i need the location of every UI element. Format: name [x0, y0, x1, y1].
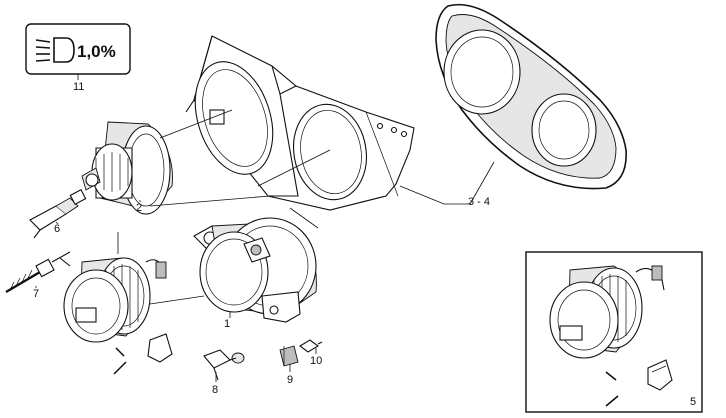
callout-1: 1 [224, 318, 230, 330]
callout-5: 5 [690, 396, 696, 408]
bulb-with-cable [5, 251, 71, 294]
leader-lines [35, 74, 495, 382]
callout-6: 6 [54, 223, 60, 235]
callout-2: 2 [136, 202, 142, 214]
bulb-item-8 [203, 349, 245, 381]
headlamp-level-icon [35, 37, 75, 63]
callout-labels: 1 2 3 - 4 5 6 7 8 9 10 11 [33, 81, 696, 408]
callout-9: 9 [287, 374, 293, 386]
fog-lamp-left [63, 257, 167, 343]
h-bulb [29, 189, 87, 239]
bulb-item-10 [299, 339, 323, 353]
callout-11: 11 [73, 81, 84, 93]
callout-8: 8 [212, 384, 218, 396]
housing-bracket [185, 35, 415, 211]
headlamp-level-badge: 1,0% [25, 23, 131, 75]
callout-3-4: 3 - 4 [468, 196, 490, 208]
headlamp-unit [81, 121, 173, 215]
headlamp-bezel [435, 3, 627, 190]
callout-7: 7 [33, 288, 39, 300]
fog-lamp-inset [525, 251, 703, 413]
callout-10: 10 [310, 355, 322, 367]
badge-text: 1,0% [77, 42, 116, 61]
fog-bulb-connector [113, 333, 173, 375]
fog-lamp-main [193, 217, 317, 323]
clip-item-9 [279, 345, 299, 367]
